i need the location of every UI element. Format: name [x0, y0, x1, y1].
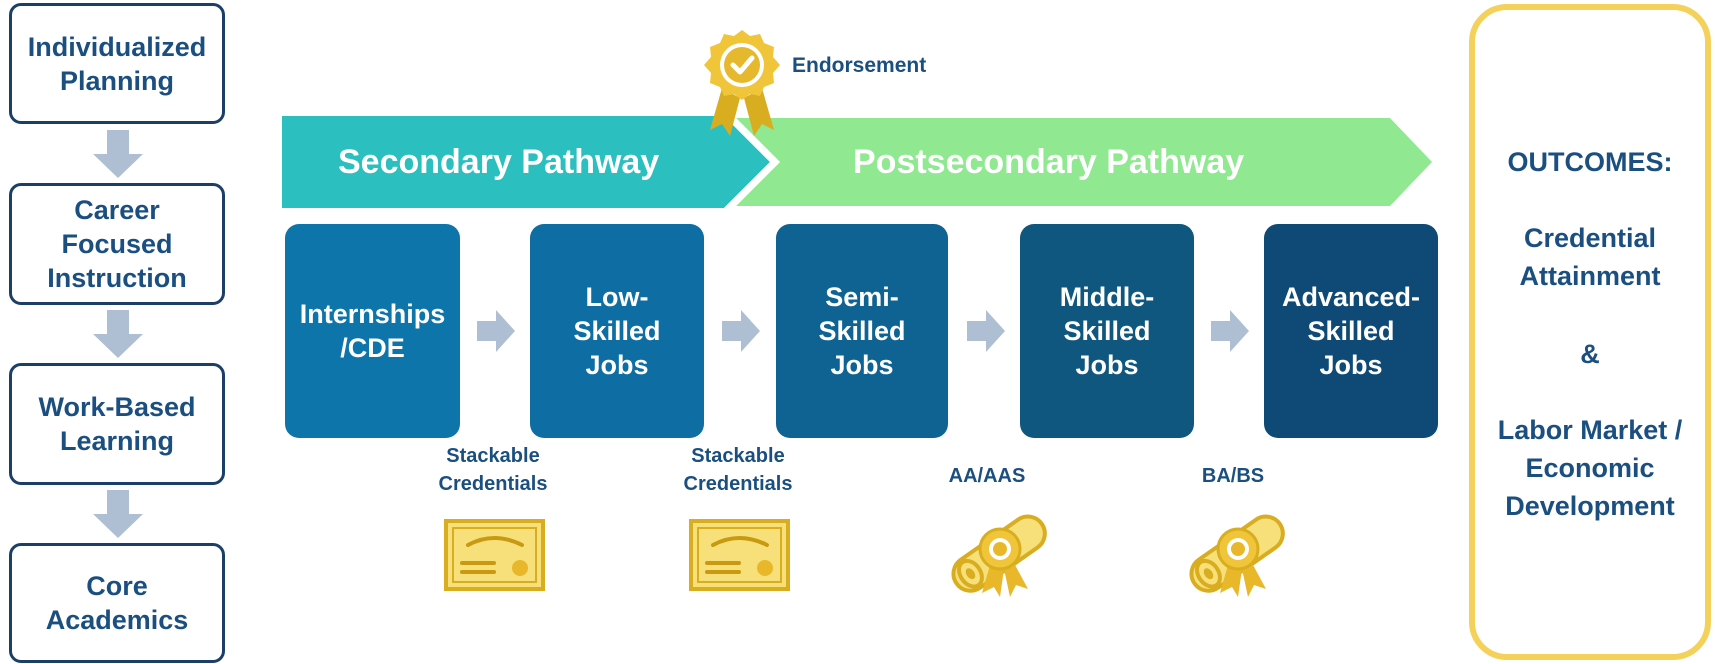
outcomes-panel: [1469, 4, 1711, 660]
postsecondary-banner: [736, 118, 1432, 206]
step-label: Individualized Planning: [27, 31, 207, 96]
right-arrow-icon: [722, 310, 760, 352]
step-individualized-planning: Individualized Planning: [9, 3, 225, 124]
job-label: Middle- Skilled Jobs: [1059, 282, 1155, 380]
pathway-banners: [282, 116, 1432, 208]
step-label: Work-Based Learning: [38, 392, 196, 456]
right-arrow-icon: [477, 310, 515, 352]
down-arrow-icon: [93, 130, 143, 178]
down-arrow-icon: [93, 490, 143, 538]
outcomes-ampersand: &: [1580, 339, 1600, 369]
diploma-scroll-icon: [951, 514, 1047, 597]
secondary-pathway-label: Secondary Pathway: [338, 143, 660, 181]
certificate-icon: [689, 519, 790, 591]
outcome-credential-attainment: Credential Attainment: [1519, 223, 1661, 291]
credential-label: Stackable Credentials: [683, 445, 793, 495]
step-core-academics: Core Academics: [9, 543, 225, 663]
step-work-based-learning: Work-Based Learning: [9, 363, 225, 485]
postsecondary-pathway-label: Postsecondary Pathway: [853, 143, 1245, 181]
endorsement-badge-icon: [704, 30, 780, 136]
job-box-middle-skilled: Middle- Skilled Jobs: [1020, 224, 1194, 438]
job-label: Low- Skilled Jobs: [573, 282, 661, 380]
outcomes-heading: OUTCOMES:: [1507, 147, 1673, 177]
job-box-low-skilled: Low- Skilled Jobs: [530, 224, 704, 438]
job-box-advanced-skilled: Advanced- Skilled Jobs: [1264, 224, 1438, 438]
job-label: Advanced- Skilled Jobs: [1281, 282, 1421, 380]
outcome-labor-market: Labor Market / Economic Development: [1497, 415, 1683, 521]
endorsement-label: Endorsement: [792, 54, 927, 77]
right-arrow-icon: [967, 310, 1005, 352]
job-box-internships: Internships /CDE: [285, 224, 460, 438]
job-label: Semi- Skilled Jobs: [818, 282, 906, 380]
step-label: Core Academics: [45, 571, 189, 635]
certificate-icon: [444, 519, 545, 591]
credential-label: BA/BS: [1201, 465, 1265, 487]
diploma-scroll-icon: [1189, 514, 1285, 597]
credential-label: Stackable Credentials: [438, 445, 548, 495]
secondary-banner: [282, 116, 770, 208]
down-arrow-icon: [93, 310, 143, 358]
right-arrow-icon: [1211, 310, 1249, 352]
credential-label: AA/AAS: [948, 465, 1026, 487]
job-label: Internships /CDE: [299, 299, 446, 363]
job-box-semi-skilled: Semi- Skilled Jobs: [776, 224, 948, 438]
step-career-focused-instruction: Career Focused Instruction: [9, 183, 225, 305]
step-label: Career Focused Instruction: [47, 195, 187, 293]
